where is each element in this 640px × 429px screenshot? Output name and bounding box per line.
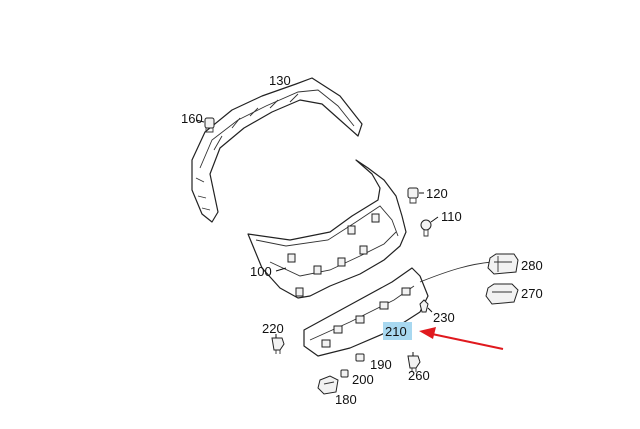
label-110: 110 bbox=[441, 209, 462, 224]
label-230: 230 bbox=[433, 310, 455, 325]
label-210: 210 bbox=[385, 324, 407, 339]
label-190: 190 bbox=[370, 357, 392, 372]
label-100: 100 bbox=[250, 264, 272, 279]
label-180: 180 bbox=[335, 392, 357, 407]
part-260-clip bbox=[407, 355, 421, 372]
part-120-clip bbox=[407, 187, 419, 204]
label-120: 120 bbox=[426, 186, 448, 201]
part-100-tailgate-lining bbox=[247, 159, 407, 299]
leader-110 bbox=[430, 216, 439, 223]
part-230-clip bbox=[419, 299, 429, 313]
cable bbox=[419, 261, 493, 283]
label-220: 220 bbox=[262, 321, 284, 336]
leader-160 bbox=[195, 119, 205, 123]
pointer-arrow bbox=[419, 327, 504, 350]
highlight-210 bbox=[383, 322, 412, 340]
part-210-sill-trim bbox=[303, 267, 429, 357]
part-110-clip bbox=[420, 219, 432, 237]
part-280-switch bbox=[487, 253, 519, 275]
label-280: 280 bbox=[521, 258, 543, 273]
part-190-clip bbox=[355, 353, 365, 362]
part-180-bracket bbox=[317, 375, 339, 395]
label-260: 260 bbox=[408, 368, 430, 383]
part-220-clip bbox=[271, 337, 285, 354]
leader-230 bbox=[427, 307, 433, 313]
part-200-clip bbox=[340, 369, 349, 378]
label-200: 200 bbox=[352, 372, 374, 387]
part-270-housing bbox=[485, 283, 519, 305]
part-130-upper-trim bbox=[191, 77, 363, 223]
part-160-clip bbox=[204, 117, 215, 133]
leader-100 bbox=[275, 267, 287, 272]
label-160: 160 bbox=[181, 111, 203, 126]
label-130: 130 bbox=[269, 73, 291, 88]
label-270: 270 bbox=[521, 286, 543, 301]
